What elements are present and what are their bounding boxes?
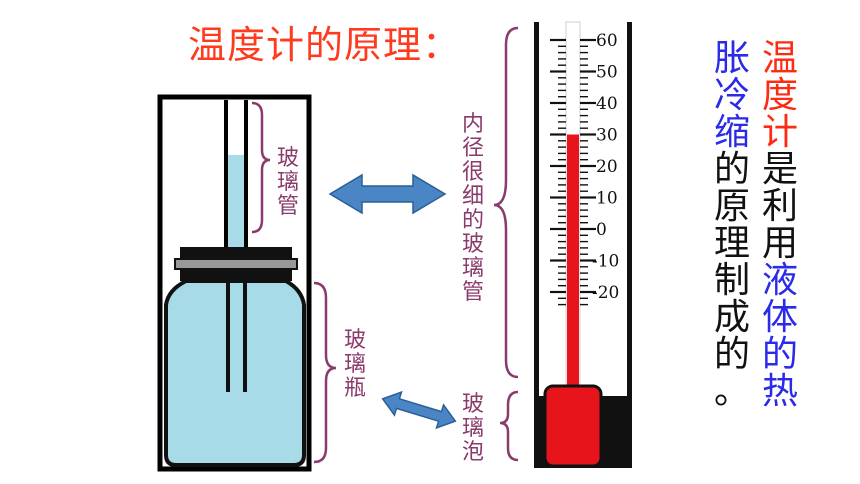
arrow-tube-to-thin-tube <box>328 173 447 215</box>
label-thin-glass-tube-char: 玻 <box>462 232 485 257</box>
label-glass-tube-char: 管 <box>277 194 300 219</box>
bulb-brace <box>499 390 519 462</box>
explanation-char: 计 <box>762 112 799 153</box>
label-thin-glass-tube-char: 径 <box>462 136 485 161</box>
label-glass-bulb-char: 泡 <box>462 440 485 465</box>
scale-label: 30 <box>596 126 618 146</box>
thermometer-ticks <box>550 38 596 306</box>
explanation-char: 温 <box>762 38 799 79</box>
explanation-char: 利 <box>762 186 799 227</box>
label-glass-bulb-char: 玻 <box>462 392 485 417</box>
thermometer-tick-labels: 60 50 40 30 20 10 0 -10 -20 <box>592 31 619 303</box>
explanation-char: 胀 <box>714 38 751 79</box>
arrow-bottle-to-bulb <box>381 390 457 430</box>
label-thin-glass-tube-char: 很 <box>462 160 485 185</box>
label-thin-glass-tube-char: 细 <box>462 184 485 209</box>
tube-liquid <box>228 155 244 250</box>
bottle-cap-ring <box>174 258 298 270</box>
glass-bottle <box>164 279 306 467</box>
explanation-char: 成 <box>714 297 751 338</box>
bottle-brace <box>313 281 337 464</box>
explanation-char: 的 <box>714 334 751 375</box>
explanation-char: 体 <box>762 297 799 338</box>
explanation-column-right: 温度计是利用液体的热 <box>762 40 798 410</box>
explanation-char: 缩 <box>714 112 751 153</box>
label-thin-glass-tube-char: 璃 <box>462 256 485 281</box>
label-thin-glass-tube-char: 内 <box>462 112 485 137</box>
scale-label: 10 <box>596 189 618 209</box>
label-glass-tube-char: 玻 <box>277 146 300 171</box>
label-thin-glass-tube-char: 的 <box>462 208 485 233</box>
explanation-char: 原 <box>714 186 751 227</box>
label-glass-bottle-char: 玻 <box>344 328 367 353</box>
label-glass-tube: 玻 璃 管 <box>277 148 299 220</box>
scale-label: -20 <box>592 283 619 303</box>
explanation-char: 冷 <box>714 75 751 116</box>
label-thin-glass-tube: 内径很细的玻璃管 <box>462 114 484 306</box>
bottle-cap-bottom <box>180 269 292 281</box>
explanation-column-left: 胀冷缩的原理制成的。 <box>714 40 750 410</box>
label-glass-bulb: 玻 璃 泡 <box>462 394 484 466</box>
bottle-cap-top <box>180 247 292 259</box>
label-glass-tube-char: 璃 <box>277 170 300 195</box>
explanation-char: 理 <box>714 223 751 264</box>
label-glass-bulb-char: 璃 <box>462 416 485 441</box>
scale-label: 60 <box>596 31 618 51</box>
scale-label: 50 <box>596 63 618 83</box>
thermometer-bulb <box>543 384 603 468</box>
label-glass-bottle-char: 璃 <box>344 352 367 377</box>
explanation-char: 。 <box>714 371 751 412</box>
label-glass-bottle-char: 瓶 <box>344 376 367 401</box>
explanation-char: 热 <box>762 371 799 412</box>
label-glass-bottle: 玻 璃 瓶 <box>344 330 366 402</box>
label-thin-glass-tube-char: 管 <box>462 280 485 305</box>
thermometer-liquid <box>567 134 579 395</box>
scale-label: 40 <box>596 94 618 114</box>
page-title: 温度计的原理： <box>188 23 462 67</box>
explanation-char: 液 <box>762 260 799 301</box>
explanation-char: 制 <box>714 260 751 301</box>
scale-label: -10 <box>592 252 619 272</box>
thermometer-scale-panel <box>539 22 627 390</box>
explanation-char: 的 <box>714 149 751 190</box>
explanation-char: 的 <box>762 334 799 375</box>
thin-tube-brace <box>493 26 519 379</box>
explanation-char: 度 <box>762 75 799 116</box>
scale-label: 0 <box>596 220 607 240</box>
tube-brace <box>251 101 271 234</box>
scale-label: 20 <box>596 157 618 177</box>
explanation-char: 用 <box>762 223 799 264</box>
explanation-char: 是 <box>762 149 799 190</box>
